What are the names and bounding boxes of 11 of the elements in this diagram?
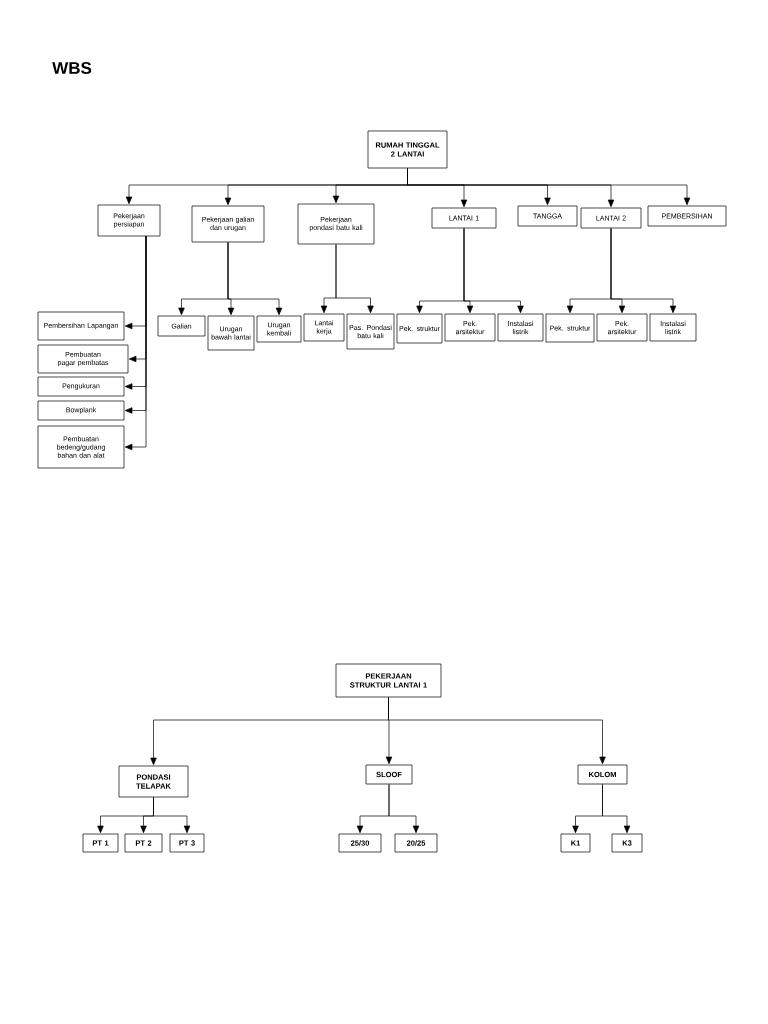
arrow — [407, 168, 691, 206]
arrow — [463, 228, 524, 314]
arrow — [124, 235, 147, 451]
arrow — [153, 797, 191, 834]
arrow — [610, 228, 677, 314]
arrow — [602, 784, 631, 834]
arrow — [335, 244, 374, 314]
arrow — [388, 784, 420, 834]
arrow — [388, 697, 606, 765]
arrow — [227, 242, 283, 316]
title: WBS — [52, 62, 92, 74]
